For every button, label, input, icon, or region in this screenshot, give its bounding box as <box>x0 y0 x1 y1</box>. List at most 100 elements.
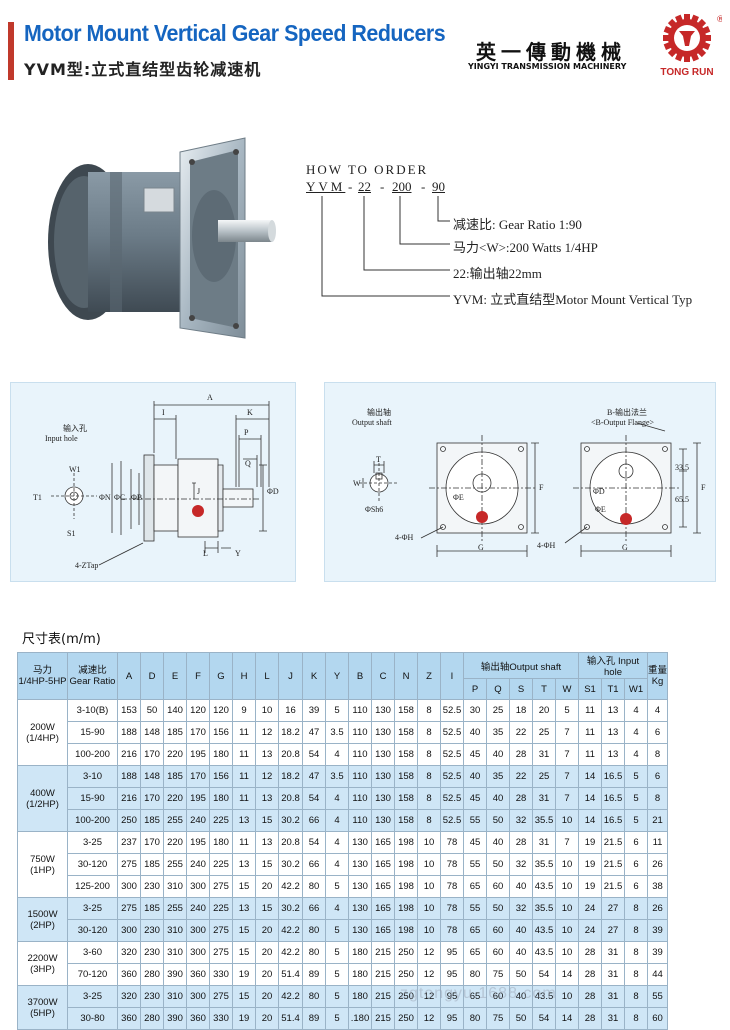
table-cell: 275 <box>117 897 141 920</box>
table-cell: 11 <box>647 831 668 854</box>
table-cell: 5 <box>624 765 648 788</box>
table-cell: 50 <box>140 699 164 722</box>
power-cell: 3700W(5HP) <box>17 985 68 1030</box>
table-cell: 255 <box>163 897 187 920</box>
table-cell: 54 <box>302 831 326 854</box>
table-cell: 35 <box>486 721 510 744</box>
table-cell: 95 <box>440 1007 464 1030</box>
table-cell: 8 <box>417 765 441 788</box>
col-head-ratio-line: 减速比 <box>78 665 107 676</box>
order-code-shaft: 22 <box>358 179 371 194</box>
table-cell: 130 <box>348 875 372 898</box>
power-cell-line: (3HP) <box>30 963 55 975</box>
table-cell: 15 <box>232 875 256 898</box>
table-cell: 39 <box>647 919 668 942</box>
dim-label-j: J <box>197 487 201 496</box>
table-cell: 26 <box>647 853 668 876</box>
table-cell: 13 <box>601 699 625 722</box>
dim-label-4h-a: 4-ΦH <box>395 533 414 542</box>
table-cell: 78 <box>440 919 464 942</box>
table-cell: 130 <box>371 699 395 722</box>
col-head-t: T <box>532 678 556 700</box>
table-cell: 130 <box>348 919 372 942</box>
table-cell: 15 <box>232 941 256 964</box>
table-cell: 30 <box>463 699 487 722</box>
ratio-cell: 15-90 <box>67 721 118 744</box>
table-cell: 275 <box>209 941 233 964</box>
col-head-input-hole: 输入孔 Input hole <box>578 652 648 679</box>
table-cell: 32 <box>509 853 533 876</box>
watermark: zgtongyu.1688.com <box>400 985 557 1002</box>
table-cell: 158 <box>394 743 418 766</box>
table-cell: 42.2 <box>278 941 303 964</box>
table-cell: 250 <box>394 963 418 986</box>
table-cell: 10 <box>555 919 579 942</box>
table-cell: 188 <box>117 721 141 744</box>
table-cell: 80 <box>302 941 326 964</box>
table-cell: 60 <box>486 941 510 964</box>
table-cell: 130 <box>371 721 395 744</box>
table-cell: 170 <box>186 765 210 788</box>
table-cell: 148 <box>140 721 164 744</box>
table-cell: 156 <box>209 721 233 744</box>
table-cell: 10 <box>255 699 279 722</box>
table-cell: 7 <box>555 831 579 854</box>
dim-label-a: A <box>207 393 213 402</box>
table-cell: 7 <box>555 721 579 744</box>
table-cell: 8 <box>624 897 648 920</box>
table-cell: 4 <box>325 897 349 920</box>
table-cell: 225 <box>209 853 233 876</box>
table-cell: 185 <box>140 853 164 876</box>
table-cell: 28 <box>509 743 533 766</box>
table-cell: 66 <box>302 853 326 876</box>
table-cell: 4 <box>624 721 648 744</box>
table-cell: 275 <box>209 919 233 942</box>
table-cell: 225 <box>209 897 233 920</box>
output-shaft-label-cn: 输出轴 <box>367 408 391 417</box>
table-cell: 75 <box>486 1007 510 1030</box>
table-cell: 21 <box>647 809 668 832</box>
power-cell-line: (2HP) <box>30 919 55 931</box>
table-cell: 198 <box>394 875 418 898</box>
table-cell: 40 <box>486 831 510 854</box>
table-cell: 300 <box>186 875 210 898</box>
table-cell: 180 <box>209 743 233 766</box>
table-cell: 255 <box>163 809 187 832</box>
col-head-s: S <box>509 678 533 700</box>
table-cell: 55 <box>463 897 487 920</box>
input-hole-label-en: Input hole <box>45 434 78 443</box>
col-head-j: J <box>278 652 303 700</box>
table-cell: 7 <box>555 743 579 766</box>
table-cell: 156 <box>209 765 233 788</box>
table-cell: 110 <box>348 787 372 810</box>
ratio-cell: 30-80 <box>67 1007 118 1030</box>
table-cell: .180 <box>348 1007 372 1030</box>
table-cell: 43.5 <box>532 985 556 1008</box>
ratio-cell: 3-25 <box>67 897 118 920</box>
table-cell: 8 <box>624 941 648 964</box>
table-cell: 12 <box>255 765 279 788</box>
table-cell: 42.2 <box>278 875 303 898</box>
table-cell: 4 <box>624 699 648 722</box>
table-cell: 170 <box>140 831 164 854</box>
table-cell: 19 <box>578 875 602 898</box>
table-cell: 12 <box>417 985 441 1008</box>
table-cell: 8 <box>417 721 441 744</box>
table-cell: 35.5 <box>532 809 556 832</box>
table-cell: 35.5 <box>532 897 556 920</box>
table-cell: 130 <box>371 787 395 810</box>
order-leader-lines <box>321 196 450 297</box>
ratio-cell: 3-25 <box>67 985 118 1008</box>
table-cell: 10 <box>417 919 441 942</box>
table-cell: 55 <box>647 985 668 1008</box>
order-line-ratio: 减速比: Gear Ratio 1:90 <box>453 217 582 232</box>
table-cell: 30.2 <box>278 809 303 832</box>
header-accent-bar <box>8 22 14 80</box>
dim-label-k: K <box>247 408 253 417</box>
table-cell: 13 <box>601 743 625 766</box>
table-cell: 165 <box>371 853 395 876</box>
table-cell: 75 <box>486 963 510 986</box>
